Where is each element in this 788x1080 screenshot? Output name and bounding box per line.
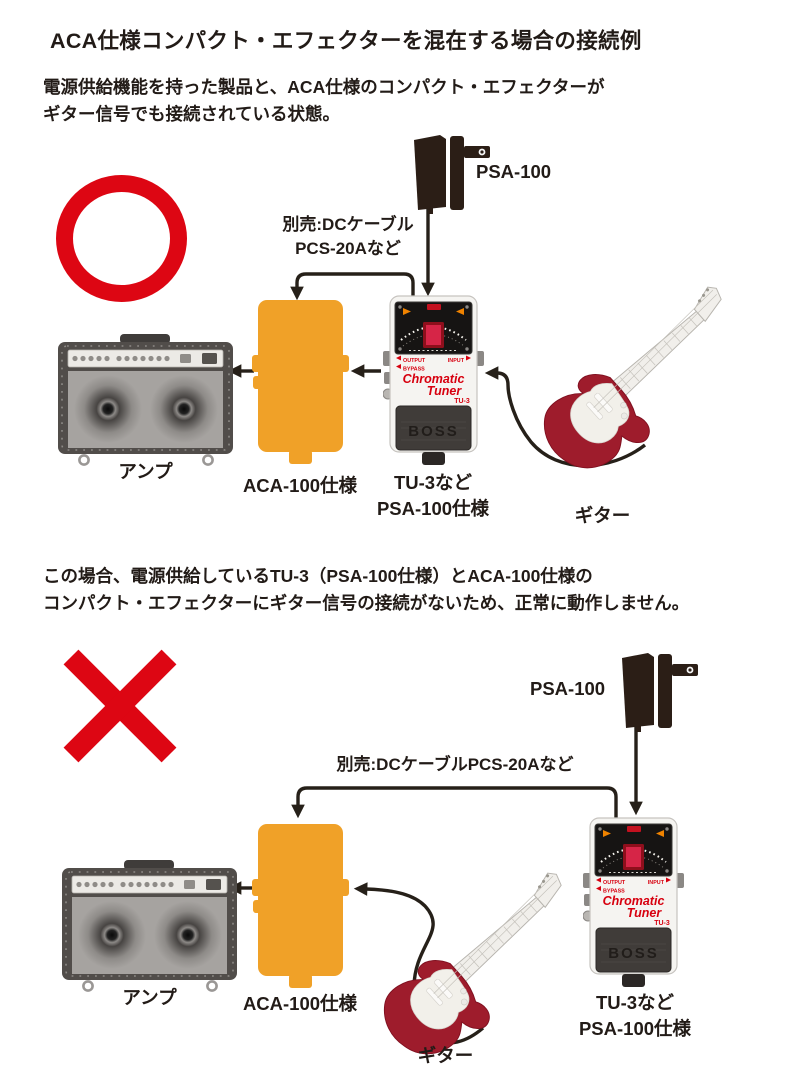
amp-speaker-left	[78, 901, 146, 969]
tu3-pedal-illustration-top: OUTPUT BYPASS INPUT Chromatic Tuner TU-3…	[383, 295, 484, 465]
pedal-input-label: INPUT	[448, 358, 465, 364]
pedal-tuner-display	[394, 301, 473, 355]
display-right-arrow-led	[456, 308, 464, 315]
adapter-plug-prong	[464, 146, 490, 158]
guitar-label-bottom: ギター	[417, 1045, 474, 1066]
guitar-headstock	[533, 872, 562, 909]
psa-adapter-illustration-bottom	[622, 653, 698, 732]
tuner-label-bottom-line1: TU-3など	[595, 992, 675, 1013]
adapter-body-side	[658, 654, 672, 728]
guitar-neck	[449, 896, 545, 985]
amp-speaker-right	[154, 901, 222, 969]
pedal-model-line2: Tuner	[627, 906, 663, 920]
guitar-label-top: ギター	[574, 505, 631, 526]
guitar-knob	[620, 412, 628, 420]
pedal-input-label: INPUT	[648, 880, 665, 886]
pedal-model-code: TU-3	[454, 398, 470, 405]
aca-bottom-tab	[289, 450, 312, 464]
ok-mark-circle	[56, 175, 187, 302]
pedal-model-code: TU-3	[654, 920, 670, 927]
note-line-2: コンパクト・エフェクターにギター信号の接続がないため、正常に動作しません。	[43, 593, 690, 613]
dc-cable-label-bottom: 別売:DCケーブルPCS-20Aなど	[336, 755, 574, 774]
tuner-label-bottom: TU-3など PSA-100仕様	[565, 990, 705, 1041]
amp-illustration-top	[58, 334, 233, 466]
tu3-pedal-illustration-bottom: OUTPUT BYPASS INPUT Chromatic Tuner TU-3…	[583, 817, 684, 987]
adapter-cord-stub	[428, 204, 433, 214]
adapter-body-front	[622, 653, 654, 728]
pedal-output-label: OUTPUT	[403, 358, 426, 364]
amp-illustration-bottom	[62, 860, 237, 992]
pedal-bypass-label: BYPASS	[603, 889, 625, 895]
guitar-strings	[593, 289, 717, 413]
ng-mark-cross	[63, 649, 177, 763]
psa-adapter-illustration-top	[414, 135, 490, 214]
psa-label-top: PSA-100	[476, 161, 552, 182]
guitar-neck	[609, 310, 705, 399]
pedal-model-line1: Chromatic	[403, 372, 465, 386]
note-line-1: この場合、電源供給しているTU-3（PSA-100仕様）とACA-100仕様の	[43, 566, 593, 586]
tuner-label-top: TU-3など PSA-100仕様	[367, 470, 499, 521]
adapter-body-side	[450, 136, 464, 210]
pedal-treadle: BOSS	[595, 927, 672, 973]
display-check-lamp	[427, 304, 441, 310]
dc-cable-label-top: 別売:DCケーブル PCS-20Aなど	[262, 213, 434, 261]
adapter-body-front	[414, 135, 446, 210]
amp-rivets	[61, 345, 230, 451]
dc-cable-tuner-to-aca-bottom	[291, 786, 618, 822]
guitar-illustration-top	[543, 286, 722, 469]
pedal-tuner-display	[594, 823, 673, 877]
dc-cable-label-top-line2: PCS-20Aなど	[295, 239, 401, 258]
dc-cable-label-top-line1: 別売:DCケーブル	[282, 215, 414, 234]
aca-effector-illustration-bottom	[252, 824, 349, 988]
tuner-label-top-line2: PSA-100仕様	[376, 497, 490, 519]
psa-label-bottom: PSA-100	[530, 678, 606, 699]
tuner-label-bottom-line2: PSA-100仕様	[578, 1017, 692, 1039]
pedal-bottom-tab	[422, 452, 445, 465]
amp-label-top: アンプ	[118, 461, 173, 482]
pedal-bypass-label: BYPASS	[403, 367, 425, 373]
pedal-treadle: BOSS	[395, 405, 472, 451]
adapter-prong-hole-center	[480, 150, 484, 154]
aca-effector-illustration-top	[252, 300, 349, 464]
guitar-pickup	[594, 392, 613, 413]
page-title: ACA仕様コンパクト・エフェクターを混在する場合の接続例	[50, 29, 642, 53]
adapter-plug-prong	[672, 664, 698, 676]
note-paragraph: この場合、電源供給しているTU-3（PSA-100仕様）とACA-100仕様の …	[43, 563, 689, 617]
intro-paragraph: 電源供給機能を持った製品と、ACA仕様のコンパクト・エフェクターが ギター信号で…	[43, 74, 605, 128]
guitar-illustration-bottom	[383, 872, 562, 1055]
amp-casters	[78, 454, 214, 466]
amp-label-bottom: アンプ	[122, 987, 177, 1008]
guitar-headstock	[693, 286, 722, 323]
aca-label-bottom: ACA-100仕様	[242, 993, 358, 1014]
pedal-brand-label: BOSS	[408, 423, 459, 440]
pedal-model-line2: Tuner	[427, 384, 463, 398]
aca-label-top: ACA-100仕様	[242, 475, 358, 496]
pedal-model-line1: Chromatic	[603, 894, 665, 908]
amp-speaker-left	[74, 375, 142, 443]
display-left-arrow-led	[403, 308, 411, 315]
intro-line-1: 電源供給機能を持った製品と、ACA仕様のコンパクト・エフェクターが	[43, 77, 605, 97]
aca-body	[258, 824, 343, 976]
pedal-brand-label: BOSS	[608, 945, 659, 962]
tuner-label-top-line1: TU-3など	[393, 472, 473, 493]
pedal-output-label: OUTPUT	[603, 880, 626, 886]
amp-speaker-right	[150, 375, 218, 443]
amp-knobs	[72, 353, 217, 364]
intro-line-2: ギター信号でも接続されている状態。	[43, 104, 340, 124]
aca-body	[258, 300, 343, 452]
amp-handle	[120, 334, 170, 344]
